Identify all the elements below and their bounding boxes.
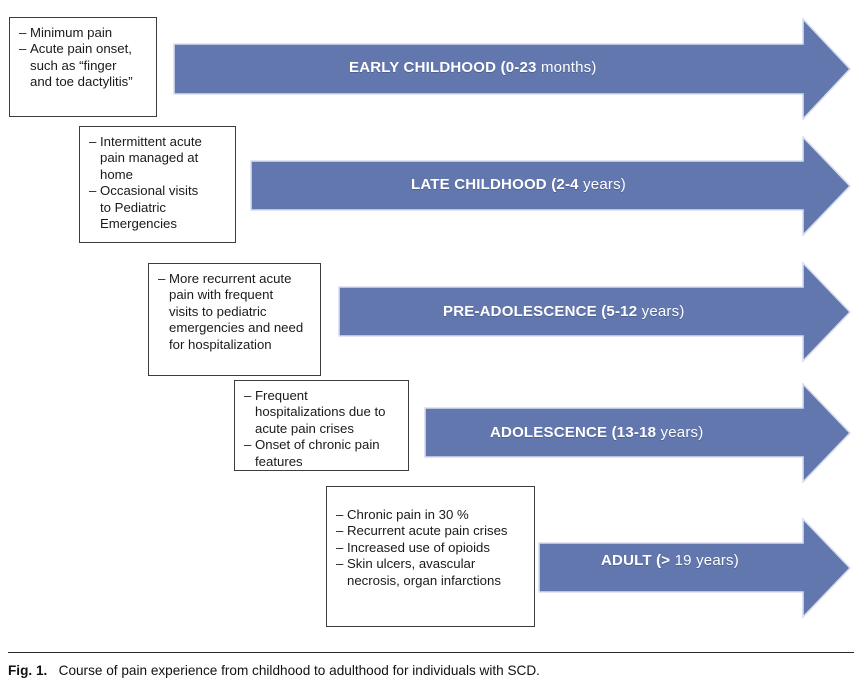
stage-label-early-childhood: EARLY CHILDHOOD (0-23 months)	[349, 59, 597, 76]
stage-range-adult: (>	[656, 552, 671, 569]
dash-marker: –	[89, 183, 97, 199]
dash-marker: –	[336, 539, 344, 555]
bullet-line: Skin ulcers, avascular	[347, 556, 476, 572]
bullet-list-adult: –Chronic pain in 30 % –Recurrent acute p…	[336, 507, 526, 589]
arrow-late-childhood	[250, 136, 851, 236]
bullet-line: acute pain crises	[255, 420, 354, 436]
desc-box-early-childhood: –Minimum pain –Acute pain onset,such as …	[9, 17, 157, 117]
list-item: –Recurrent acute pain crises	[336, 523, 526, 539]
arrow-adolescence	[424, 383, 851, 483]
figure-number: Fig. 1.	[8, 663, 48, 678]
figure-caption: Fig. 1. Course of pain experience from c…	[8, 662, 858, 680]
stage-name-pre-adolescence: PRE-ADOLESCENCE	[443, 303, 597, 320]
bullet-line: Minimum pain	[30, 25, 113, 40]
stage-unit-late-childhood: years)	[583, 176, 626, 193]
list-item: –Increased use of opioids	[336, 540, 526, 556]
stage-label-late-childhood: LATE CHILDHOOD (2-4 years)	[411, 176, 626, 193]
arrow-pre-adolescence	[338, 262, 851, 362]
stage-name-adult: ADULT	[601, 552, 652, 569]
bullet-line: Increased use of opioids	[347, 539, 490, 555]
bullet-line: visits to pediatric	[169, 303, 267, 319]
dash-marker: –	[19, 25, 27, 40]
stage-range-late-childhood: (2-4	[551, 176, 579, 193]
dash-marker: –	[158, 271, 166, 286]
stage-label-adolescence: ADOLESCENCE (13-18 years)	[490, 424, 703, 441]
figure-caption-text: Course of pain experience from childhood…	[58, 663, 540, 678]
dash-marker: –	[19, 41, 27, 57]
list-item: –Minimum pain	[19, 25, 148, 41]
bullet-line: features	[255, 453, 303, 469]
bullet-line: Recurrent acute pain crises	[347, 523, 508, 539]
stage-unit-pre-adolescence: years)	[641, 303, 685, 320]
stage-range-early-childhood: (0-23	[500, 59, 537, 76]
dash-marker: –	[89, 134, 97, 149]
stage-unit-early-childhood: months)	[540, 59, 597, 76]
stage-name-late-childhood: LATE CHILDHOOD	[411, 176, 547, 193]
desc-box-adult: –Chronic pain in 30 % –Recurrent acute p…	[326, 486, 535, 627]
bullet-line: such as “finger	[30, 57, 117, 73]
bullet-line: for hospitalization	[169, 336, 272, 352]
bullet-line: Frequent	[255, 388, 308, 403]
stage-range-adolescence: (13-18	[611, 424, 657, 441]
stage-label-pre-adolescence: PRE-ADOLESCENCE (5-12 years)	[443, 303, 685, 320]
bullet-line: to Pediatric	[100, 199, 166, 215]
stage-range-pre-adolescence: (5-12	[601, 303, 638, 320]
dash-marker: –	[336, 507, 344, 522]
arrow-adult	[538, 518, 851, 618]
stage-unit-adolescence: years)	[660, 424, 704, 441]
arrow-early-childhood	[173, 18, 851, 120]
dash-marker: –	[244, 437, 252, 453]
dash-marker: –	[336, 523, 344, 539]
bullet-line: Onset of chronic pain	[255, 437, 380, 453]
dash-marker: –	[336, 556, 344, 572]
bullet-line: pain with frequent	[169, 287, 274, 303]
stage-name-early-childhood: EARLY CHILDHOOD	[349, 59, 497, 76]
bullet-line: pain managed at	[100, 150, 199, 166]
bullet-line: and toe dactylitis”	[30, 74, 133, 90]
list-item: –Chronic pain in 30 %	[336, 507, 526, 523]
stage-name-adolescence: ADOLESCENCE	[490, 424, 608, 441]
bullet-line: Emergencies	[100, 216, 177, 232]
stage-unit-adult: 19 years)	[674, 552, 739, 569]
bullet-line: More recurrent acute	[169, 271, 292, 286]
bullet-line: Chronic pain in 30 %	[347, 507, 469, 522]
bullet-line: Occasional visits	[100, 183, 199, 199]
bullet-line: hospitalizations due to	[255, 404, 386, 420]
bullet-line: home	[100, 166, 133, 182]
bullet-line: emergencies and need	[169, 320, 304, 336]
dash-marker: –	[244, 388, 252, 403]
bullet-line: necrosis, organ infarctions	[347, 572, 501, 588]
bullet-list-early-childhood: –Minimum pain –Acute pain onset,such as …	[19, 25, 148, 91]
caption-divider	[8, 652, 854, 654]
bullet-line: Intermittent acute	[100, 134, 202, 149]
stage-label-adult: ADULT (> 19 years)	[601, 552, 739, 569]
bullet-line: Acute pain onset,	[30, 41, 132, 57]
